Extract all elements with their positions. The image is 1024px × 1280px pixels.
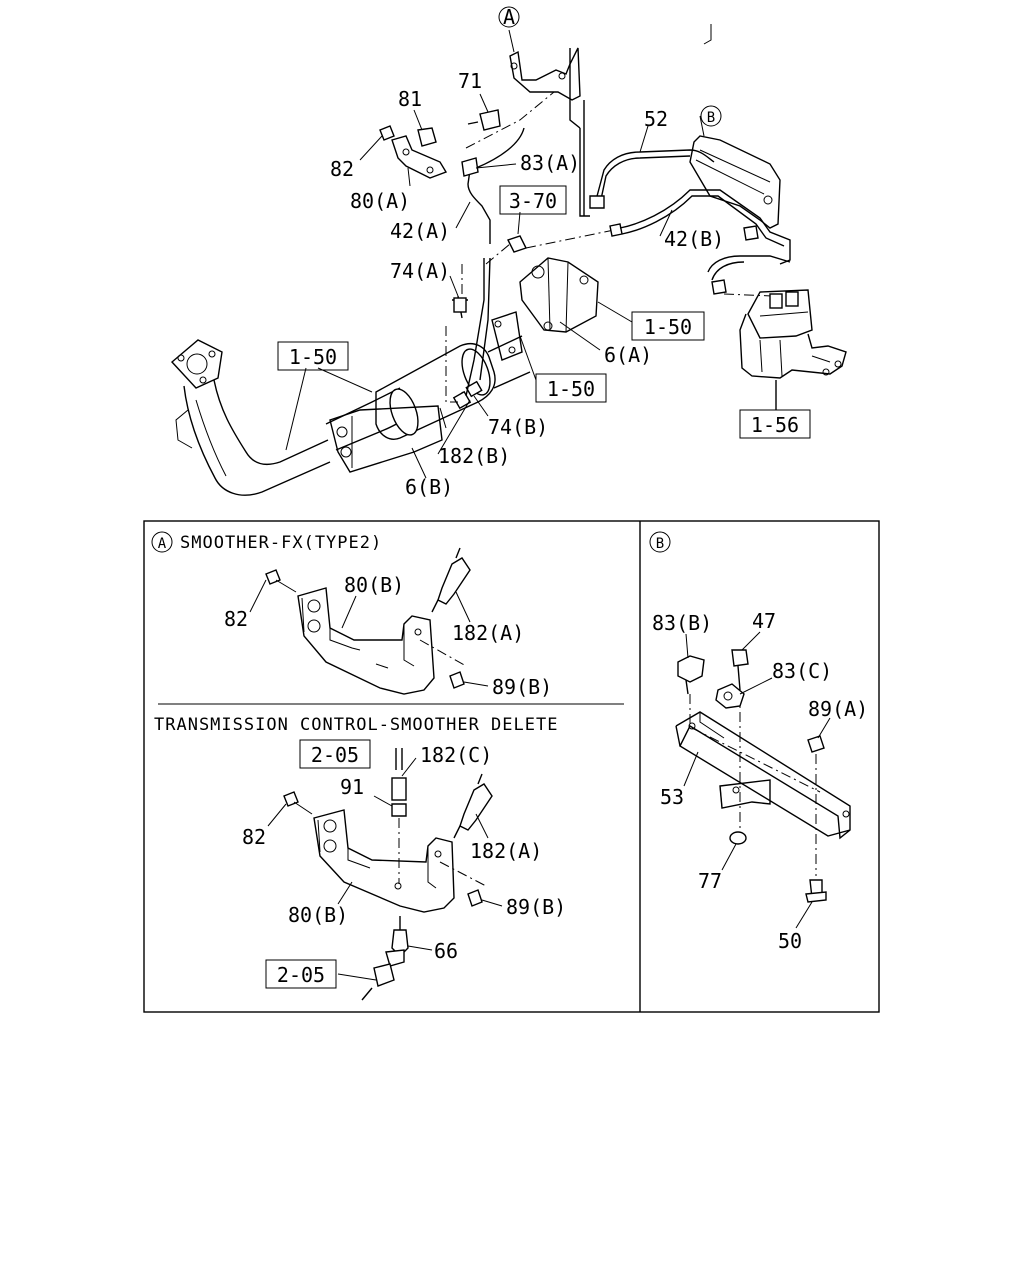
ref-2-05-upper-label: 2-05 bbox=[311, 743, 359, 767]
label-d182a: 182(A) bbox=[470, 839, 542, 863]
leader-lines-top bbox=[285, 24, 712, 479]
leader-d182c bbox=[401, 757, 417, 777]
panel-a-marker-label: A bbox=[158, 536, 167, 552]
marker-a-label: A bbox=[503, 5, 515, 29]
label-s182a: 182(A) bbox=[452, 621, 524, 645]
panel-a-marker: A bbox=[151, 531, 173, 553]
leader-d66 bbox=[407, 945, 433, 951]
ref-1-56: 1-56 bbox=[739, 409, 811, 439]
label-d91: 91 bbox=[340, 775, 364, 799]
leader-d182a bbox=[475, 813, 489, 839]
leader-b77 bbox=[721, 843, 737, 871]
leader-d89b bbox=[481, 899, 503, 907]
leader-d80b bbox=[337, 881, 353, 905]
label-80a: 80(A) bbox=[350, 189, 410, 213]
label-d89b: 89(B) bbox=[506, 895, 566, 919]
label-83a: 83(A) bbox=[520, 151, 580, 175]
label-42b: 42(B) bbox=[664, 227, 724, 251]
ref-1-50-left-label: 1-50 bbox=[289, 345, 337, 369]
label-b53: 53 bbox=[660, 785, 684, 809]
marker-a-top: A bbox=[498, 5, 520, 29]
label-s82: 82 bbox=[224, 607, 248, 631]
ref-1-50-center-label: 1-50 bbox=[547, 377, 595, 401]
label-s80b: 80(B) bbox=[344, 573, 404, 597]
leader-b83b bbox=[685, 633, 689, 659]
label-182b: 182(B) bbox=[438, 444, 510, 468]
leader-b50 bbox=[795, 901, 813, 929]
label-6b: 6(B) bbox=[405, 475, 453, 499]
ref-3-70: 3-70 bbox=[499, 185, 567, 215]
leader-b83c bbox=[739, 677, 773, 695]
label-b47: 47 bbox=[752, 609, 776, 633]
solenoid-assembly bbox=[583, 100, 847, 410]
leader-s89b bbox=[463, 681, 489, 687]
ref-1-50-left: 1-50 bbox=[277, 341, 349, 371]
ref-2-05-lower: 2-05 bbox=[265, 959, 337, 989]
smoother-title: SMOOTHER-FX(TYPE2) bbox=[180, 533, 382, 553]
ref-1-50-center: 1-50 bbox=[535, 373, 607, 403]
label-6a: 6(A) bbox=[604, 343, 652, 367]
leader-d82 bbox=[267, 803, 287, 827]
smoother-bracket bbox=[265, 547, 471, 695]
label-82: 82 bbox=[330, 157, 354, 181]
bracket-53 bbox=[675, 649, 851, 903]
leader-d91 bbox=[373, 795, 393, 807]
delete-title: TRANSMISSION CONTROL-SMOOTHER DELETE bbox=[154, 715, 558, 735]
ref-2-05-lower-label: 2-05 bbox=[277, 963, 325, 987]
ref-1-56-label: 1-56 bbox=[751, 413, 799, 437]
label-81: 81 bbox=[398, 87, 422, 111]
detail-frame bbox=[143, 520, 880, 1013]
leader-b53 bbox=[683, 751, 699, 787]
delete-bracket bbox=[283, 748, 493, 1001]
label-42a: 42(A) bbox=[390, 219, 450, 243]
label-52: 52 bbox=[644, 107, 668, 131]
label-b89a: 89(A) bbox=[808, 697, 868, 721]
label-d80b: 80(B) bbox=[288, 903, 348, 927]
label-b50: 50 bbox=[778, 929, 802, 953]
label-d66: 66 bbox=[434, 939, 458, 963]
ref-1-50-right-label: 1-50 bbox=[644, 315, 692, 339]
leader-d205 bbox=[337, 973, 377, 981]
panel-b-marker-label: B bbox=[656, 536, 664, 552]
label-s89b: 89(B) bbox=[492, 675, 552, 699]
leader-s82 bbox=[249, 579, 267, 613]
marker-b-label: B bbox=[707, 110, 715, 126]
label-74a: 74(A) bbox=[390, 259, 450, 283]
ref-1-50-right: 1-50 bbox=[631, 311, 705, 341]
label-d82: 82 bbox=[242, 825, 266, 849]
leader-b47 bbox=[741, 631, 761, 651]
ref-2-05-upper: 2-05 bbox=[299, 739, 371, 769]
marker-b-top: B bbox=[700, 105, 722, 127]
ref-3-70-label: 3-70 bbox=[509, 189, 557, 213]
label-b77: 77 bbox=[698, 869, 722, 893]
label-71: 71 bbox=[458, 69, 482, 93]
leader-s182a bbox=[455, 591, 471, 623]
panel-b-marker: B bbox=[649, 531, 671, 553]
leader-b89a bbox=[817, 717, 831, 739]
label-74b: 74(B) bbox=[488, 415, 548, 439]
label-b83b: 83(B) bbox=[652, 611, 712, 635]
leader-s80b bbox=[341, 595, 357, 629]
label-b83c: 83(C) bbox=[772, 659, 832, 683]
label-d182c: 182(C) bbox=[420, 743, 492, 767]
